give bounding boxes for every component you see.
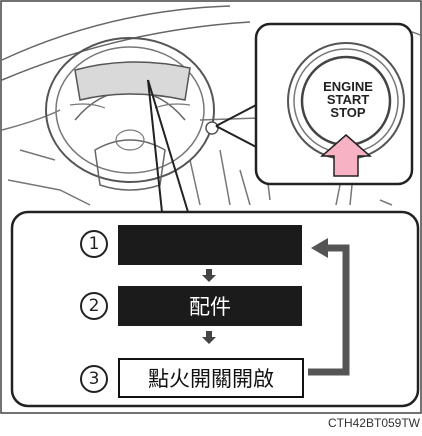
down-arrow-icon xyxy=(202,331,216,344)
down-arrow-icon xyxy=(202,269,216,282)
button-label-line2: START xyxy=(326,92,370,107)
image-code: CTH42BT059TW xyxy=(327,416,420,430)
step-number-3: 3 xyxy=(80,365,108,393)
button-label-line1: ENGINE xyxy=(323,79,373,94)
steering-wheel-icon xyxy=(45,37,215,191)
cycle-arrow-icon xyxy=(308,244,350,376)
mode-box-accessory: 配件 xyxy=(118,286,302,326)
mode-box-ignition-on: 點火開關開啟 xyxy=(118,358,304,398)
press-arrow-icon xyxy=(320,134,372,177)
mode-box-off xyxy=(118,225,302,265)
button-label-line3: STOP xyxy=(330,105,366,120)
step-number-2: 2 xyxy=(80,292,108,320)
step-number-1: 1 xyxy=(80,230,108,258)
